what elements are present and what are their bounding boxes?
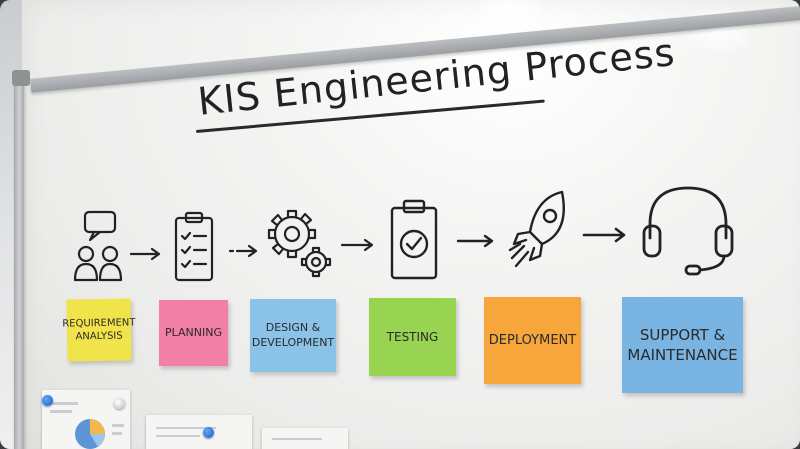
note-label-line: REQUIREMENT <box>62 316 136 330</box>
note-label-line: ANALYSIS <box>75 330 123 343</box>
note-label-line: PLANNING <box>165 325 222 339</box>
text-line <box>156 427 216 429</box>
push-pin-icon <box>42 395 53 406</box>
headset-icon <box>640 180 740 284</box>
arrow-right-icon <box>228 243 260 262</box>
note-label-line: DESIGN & <box>265 320 321 334</box>
clipboard-check-icon <box>388 198 440 286</box>
pinned-paper <box>42 390 130 449</box>
arrow-right-icon <box>582 227 628 247</box>
arrow-right-icon <box>340 237 376 256</box>
whiteboard-frame-left <box>14 74 24 449</box>
text-line <box>272 438 322 440</box>
sticky-note-requirement-analysis: REQUIREMENT ANALYSIS <box>62 298 136 362</box>
gears-icon <box>266 204 336 288</box>
sticky-note-testing: TESTING <box>369 298 456 376</box>
people-speech-icon <box>72 210 132 294</box>
sticky-note-design-development: DESIGN & DEVELOPMENT <box>250 299 336 372</box>
rocket-icon <box>506 188 576 282</box>
push-pin-icon <box>114 398 125 409</box>
sticky-note-support-maintenance: SUPPORT & MAINTENANCE <box>622 297 743 393</box>
whiteboard-frame-corner <box>12 70 30 86</box>
clipboard-checklist-icon <box>172 210 220 290</box>
note-label-line: SUPPORT & <box>639 325 726 344</box>
pinned-paper <box>146 415 252 449</box>
text-line <box>156 435 200 437</box>
sticky-note-planning: PLANNING <box>159 300 228 366</box>
pinned-paper <box>262 428 348 449</box>
note-label-line: DEVELOPMENT <box>251 335 335 349</box>
note-label-line: MAINTENANCE <box>627 346 738 364</box>
note-label-line: DEPLOYMENT <box>488 332 577 348</box>
sticky-note-deployment: DEPLOYMENT <box>484 297 581 384</box>
light-glare <box>480 0 540 30</box>
note-label-line: TESTING <box>386 329 439 344</box>
push-pin-icon <box>203 427 214 438</box>
arrow-right-icon <box>456 233 496 252</box>
arrow-right-icon <box>129 246 163 265</box>
pie-chart-icon <box>50 402 124 449</box>
